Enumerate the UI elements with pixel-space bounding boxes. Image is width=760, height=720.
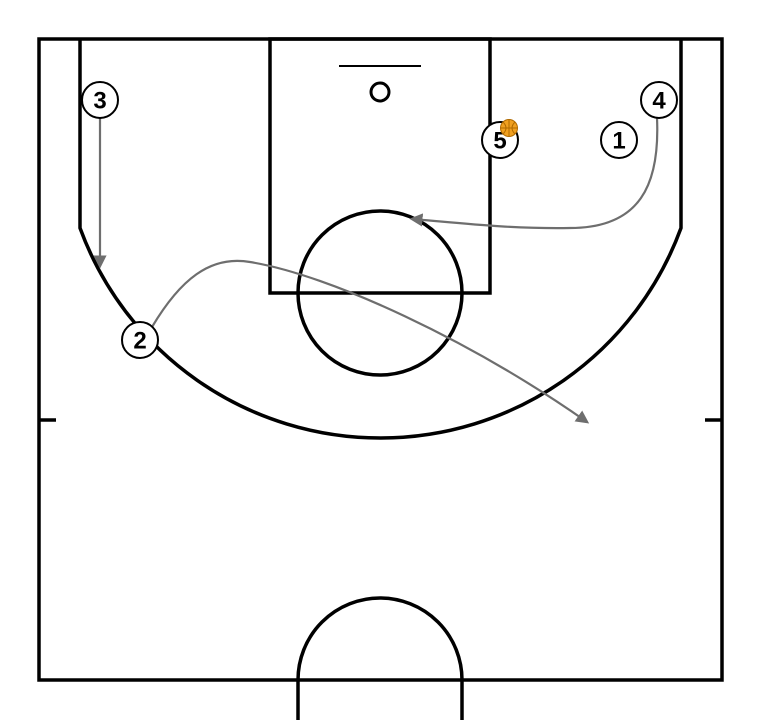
- three-point-line: [78, 39, 683, 440]
- player-3[interactable]: 3: [81, 81, 119, 119]
- player-1-label: 1: [612, 128, 625, 155]
- player-3-marker: [81, 81, 119, 119]
- player-1[interactable]: 1: [600, 121, 638, 159]
- player-2-marker: [121, 321, 159, 359]
- court-lines: [37, 37, 724, 720]
- basketball-icon: [500, 119, 518, 137]
- player-4-label: 4: [652, 88, 666, 115]
- player-3-label: 3: [93, 88, 106, 115]
- movement-arrows: [93, 117, 659, 424]
- cut-arrow-player-4: [409, 117, 659, 230]
- cut-arrow-player-2: [151, 259, 590, 424]
- players: 3 2 5 1 4: [81, 81, 678, 359]
- player-4[interactable]: 4: [640, 81, 678, 119]
- paint-lane: [268, 37, 492, 295]
- free-throw-circle: [296, 209, 464, 377]
- basket-rim: [369, 81, 391, 103]
- player-1-marker: [600, 121, 638, 159]
- player-2-label: 2: [133, 328, 146, 355]
- center-circle: [296, 596, 464, 720]
- player-4-marker: [640, 81, 678, 119]
- player-2[interactable]: 2: [121, 321, 159, 359]
